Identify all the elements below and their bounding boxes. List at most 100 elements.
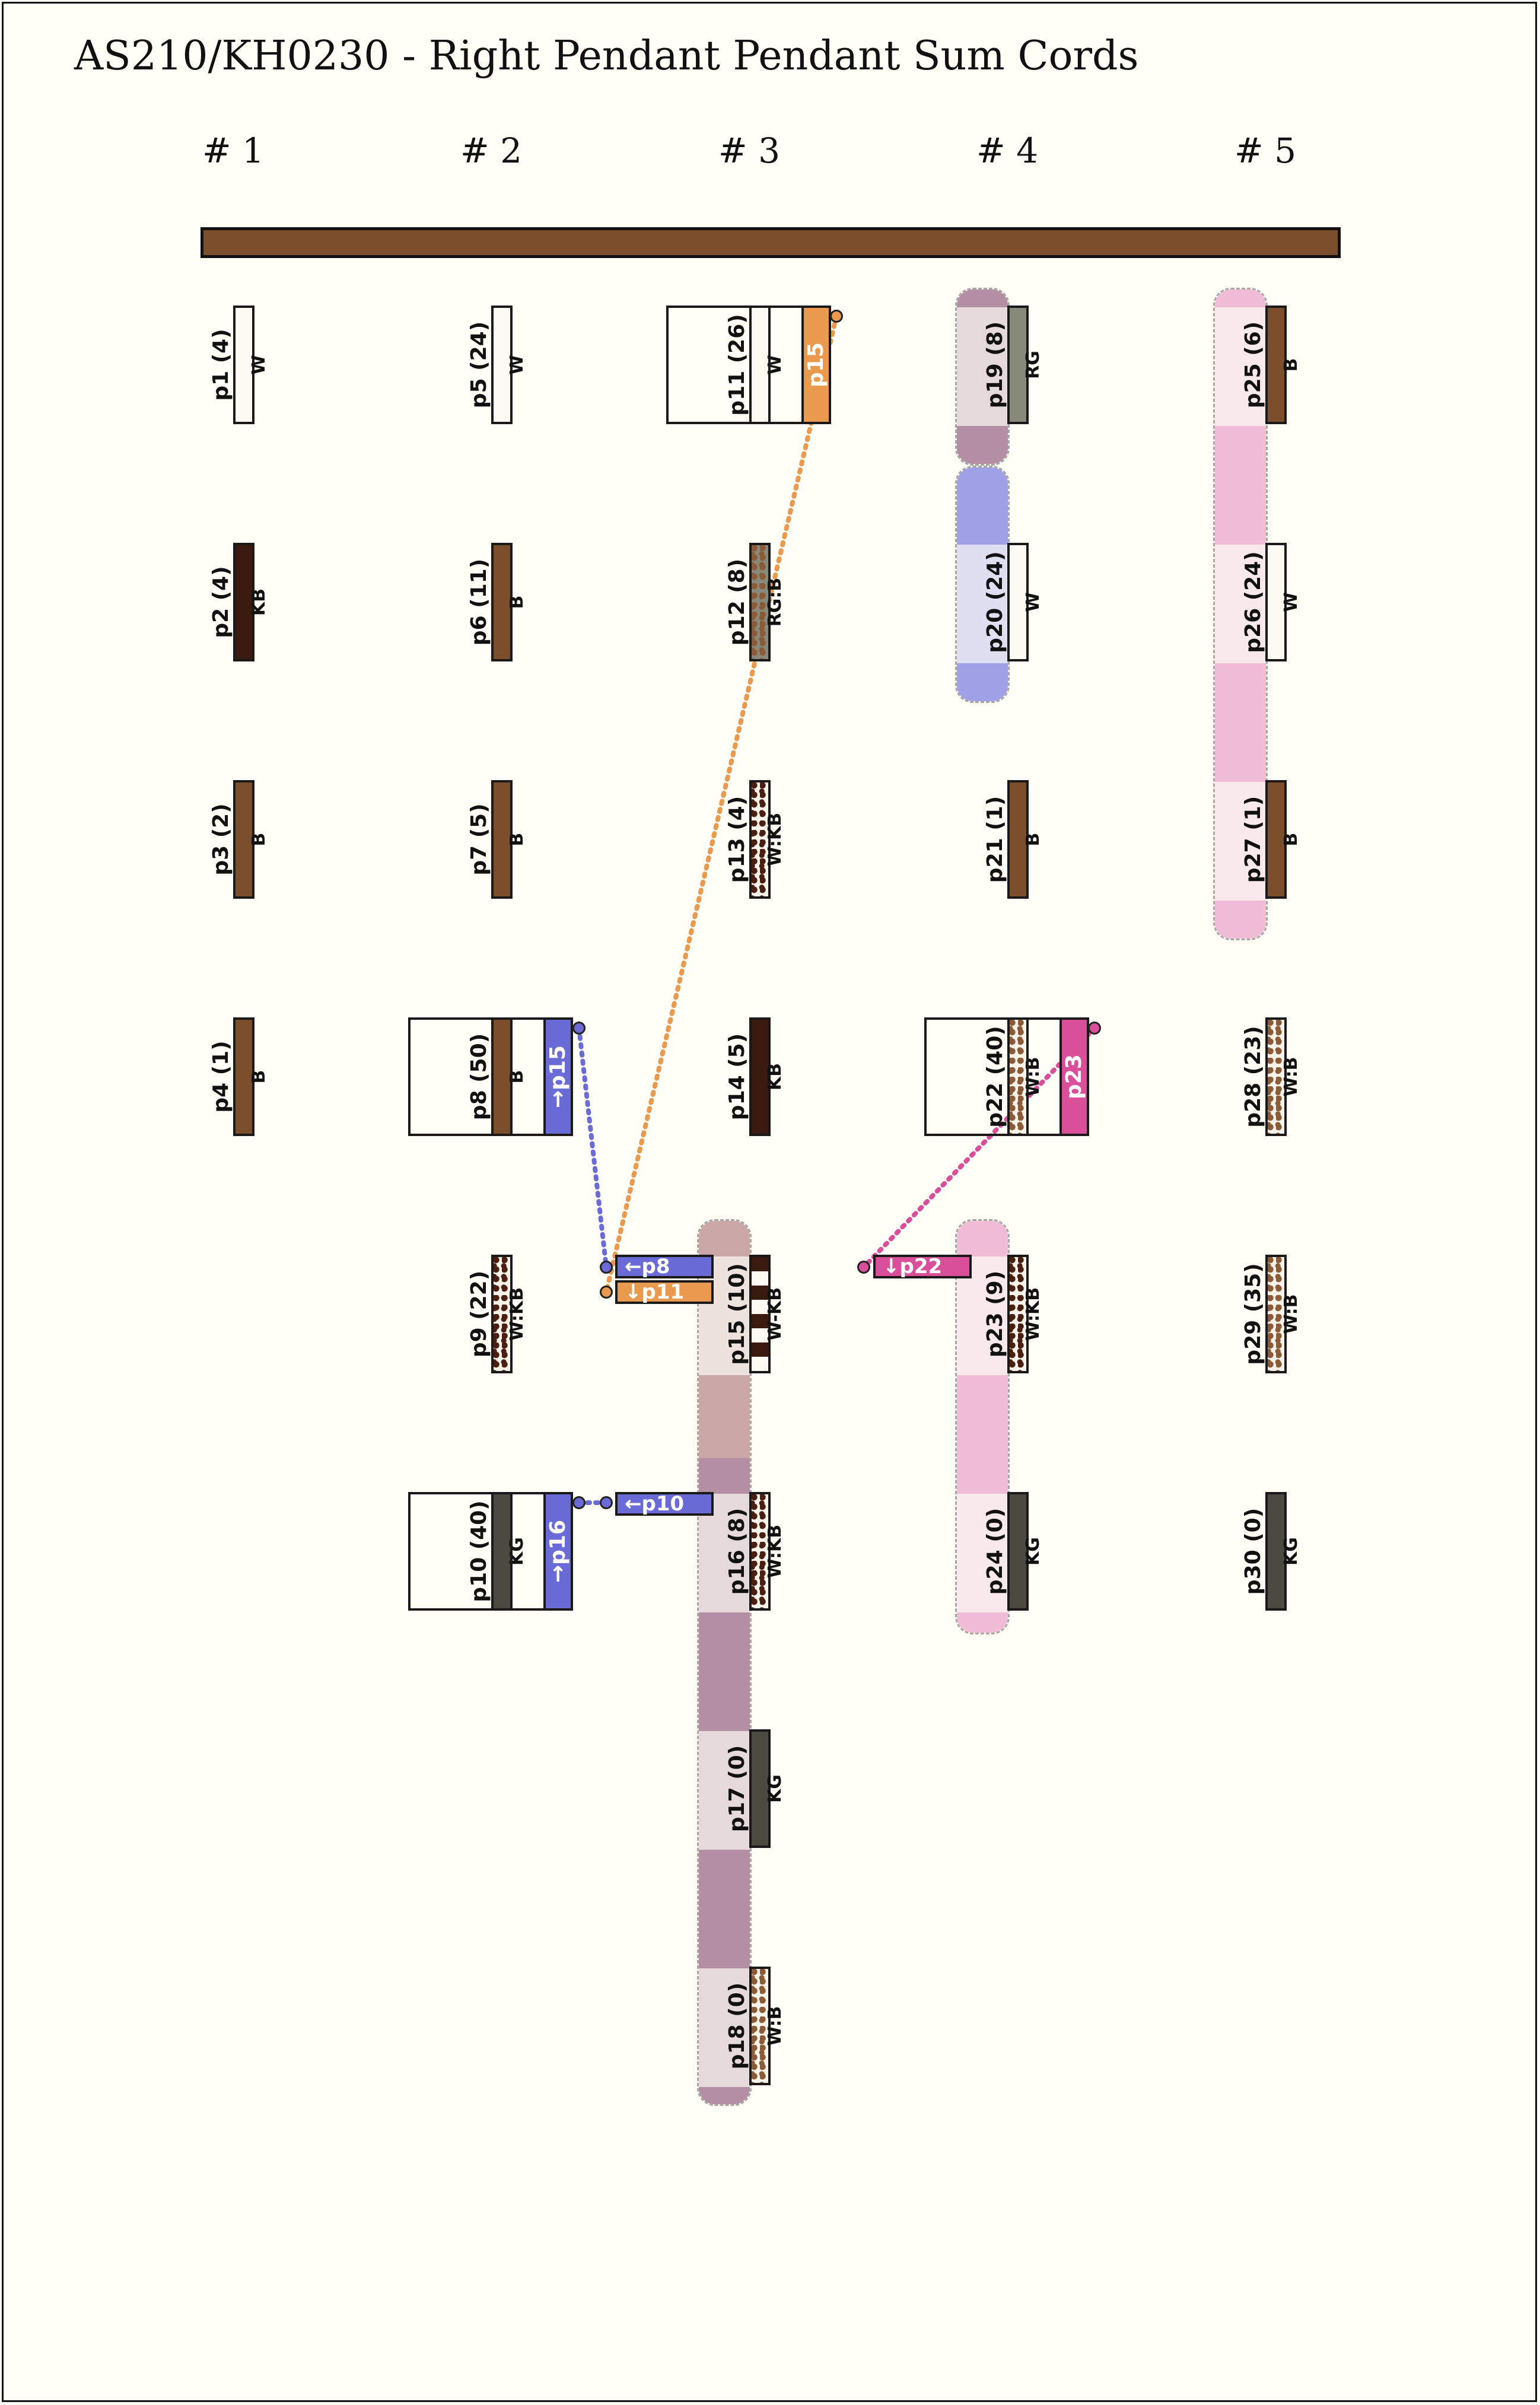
cord-body	[491, 543, 513, 661]
cord-group-p15-p18	[697, 1219, 752, 2106]
link-from-p22[interactable]: ↓p22	[873, 1255, 972, 1278]
cord-body	[1007, 1492, 1029, 1611]
cord-label: p23 (9)	[983, 1270, 1007, 1358]
link-dot	[572, 1022, 586, 1035]
link-from-p10[interactable]: ←p10	[615, 1492, 714, 1516]
cord-group-p20-band	[957, 467, 1008, 545]
link-dot	[857, 1261, 870, 1274]
cord-body	[491, 1255, 513, 1373]
cord-label: p25 (6)	[1241, 321, 1265, 409]
cord-group-p15-p18-band	[699, 1850, 750, 1968]
link-dot	[600, 1286, 613, 1299]
colour-label: RG	[1023, 351, 1043, 379]
cord-group-p20	[955, 466, 1010, 703]
cord-body	[1265, 306, 1287, 424]
cord-group-p15-p18-band	[699, 1221, 750, 1256]
sum-tag-label: p23	[1062, 1054, 1086, 1099]
colour-label: W:KB	[507, 1287, 527, 1341]
cord-label: p3 (2)	[209, 803, 233, 876]
sum-cord-outline	[408, 1017, 547, 1136]
primary-cord	[201, 227, 1341, 258]
cord-group-p25-p27-band	[1215, 545, 1266, 663]
cord-group-p23-p24-band	[957, 1375, 1008, 1494]
sum-tag-label: →p15	[546, 1045, 570, 1109]
cord-group-p25-p27-band	[1215, 307, 1266, 426]
cord-body	[1265, 1017, 1287, 1136]
colour-label: W:KB	[765, 1524, 785, 1579]
colour-label: KB	[249, 588, 269, 616]
sum-tag-label: p15	[804, 342, 828, 387]
cord-body	[233, 780, 254, 899]
cell-divider	[510, 1492, 513, 1611]
cord-label: p18 (0)	[725, 1982, 749, 2070]
cord-label: p29 (35)	[1241, 1263, 1265, 1365]
cell-divider	[1026, 1017, 1029, 1136]
colour-label: B	[249, 832, 269, 847]
link-from-p11[interactable]: ↓p11	[615, 1280, 714, 1304]
cord-group-p23-p24-band	[957, 1612, 1008, 1633]
colour-label: B	[1281, 358, 1302, 372]
sum-cord-outline	[408, 1492, 547, 1611]
cord-body	[1007, 306, 1029, 424]
cord-body	[1007, 543, 1029, 661]
sum-tag-cell[interactable]	[801, 306, 831, 424]
colour-label: W:KB	[765, 812, 785, 867]
cord-group-p15-p18-band	[699, 1968, 750, 2087]
cord-label: p28 (23)	[1241, 1026, 1265, 1128]
cord-group-p23-p24	[955, 1219, 1010, 1634]
cord-group-p19-band	[957, 290, 1008, 307]
cord-label: p16 (8)	[725, 1507, 749, 1595]
cord-label: p6 (11)	[467, 558, 491, 646]
colour-label: B	[507, 832, 527, 847]
cord-group-p25-p27-band	[1215, 901, 1266, 939]
cord-label: p2 (4)	[209, 566, 233, 638]
cord-body	[233, 306, 254, 424]
cord-group-p20-band	[957, 663, 1008, 701]
sum-tag-label: →p16	[546, 1519, 570, 1583]
cord-label: p30 (0)	[1241, 1507, 1265, 1595]
cord-body	[233, 543, 254, 661]
cord-label: p24 (0)	[983, 1507, 1007, 1595]
colour-label: B	[507, 595, 527, 609]
sum-tag-cell[interactable]	[1059, 1017, 1089, 1136]
cord-body	[749, 1017, 771, 1136]
cord-body	[749, 1729, 771, 1848]
cord-label: p1 (4)	[209, 329, 233, 401]
colour-label: W-KB	[765, 1287, 785, 1341]
cord-group-p23-p24-band	[957, 1221, 1008, 1256]
cord-group-p20-band	[957, 545, 1008, 663]
colour-label: B	[1281, 832, 1302, 847]
cord-label: p13 (4)	[725, 796, 749, 883]
cord-group-p19-band	[957, 426, 1008, 464]
cord-body	[749, 1967, 771, 2085]
colour-label: W	[249, 355, 269, 375]
cord-body	[1007, 780, 1029, 899]
link-line-p11-p15	[604, 314, 839, 1294]
colour-label: RG:B	[765, 577, 785, 627]
colour-label: W	[1023, 592, 1043, 612]
colour-label: W:B	[1281, 1294, 1302, 1334]
link-dot	[830, 310, 843, 323]
cord-label: p7 (5)	[467, 803, 491, 876]
cord-body	[1265, 1492, 1287, 1611]
sum-tag-cell[interactable]	[543, 1017, 573, 1136]
colour-label: KG	[1023, 1537, 1043, 1566]
colour-label: W	[507, 355, 527, 375]
cord-body	[1265, 543, 1287, 661]
cord-body	[749, 543, 771, 661]
link-dot	[600, 1496, 613, 1509]
cord-group-p15-p18-band	[699, 2087, 750, 2104]
cell-divider	[510, 1017, 513, 1136]
sum-tag-cell[interactable]	[543, 1492, 573, 1611]
cord-group-p15-p18-band	[699, 1458, 750, 1494]
cord-label: p19 (8)	[983, 321, 1007, 409]
link-from-p8[interactable]: ←p8	[615, 1255, 714, 1278]
colour-label: W	[1281, 592, 1302, 612]
colour-label: B	[1023, 832, 1043, 847]
column-heading-5: # 5	[1234, 131, 1296, 171]
cord-body	[491, 1492, 513, 1611]
cord-body	[1265, 780, 1287, 899]
cord-label: p17 (0)	[725, 1745, 749, 1833]
cord-body	[749, 1255, 771, 1373]
colour-label: KG	[1281, 1537, 1302, 1566]
